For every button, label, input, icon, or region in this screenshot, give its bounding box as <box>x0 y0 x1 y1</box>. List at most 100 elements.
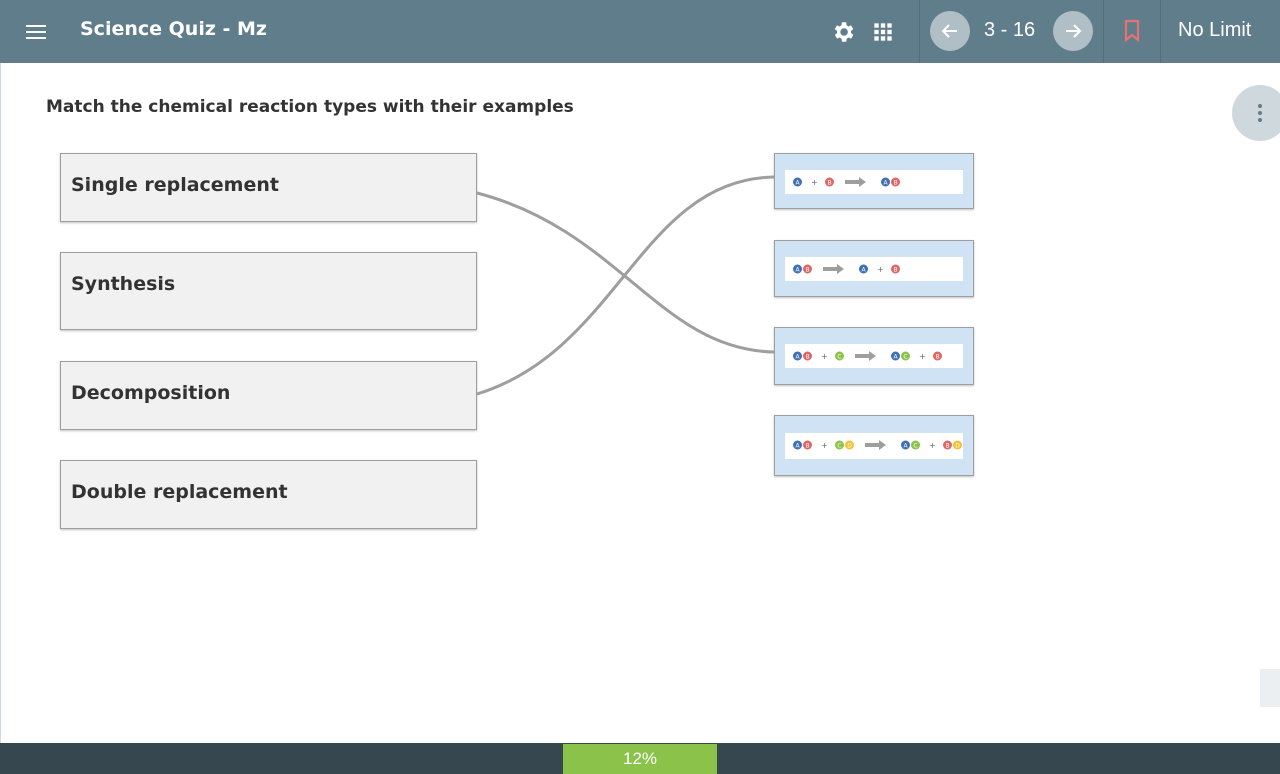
match-left-single-replacement[interactable]: Single replacement <box>60 153 477 222</box>
atom-label: A <box>795 267 800 274</box>
atom-a <box>901 440 910 450</box>
reaction-arrow-icon <box>865 440 886 450</box>
match-left-decomposition[interactable]: Decomposition <box>60 361 477 430</box>
atom-label: D <box>955 443 960 450</box>
atom-label: B <box>893 267 897 274</box>
molecule: B <box>891 264 900 274</box>
gear-icon <box>834 22 854 42</box>
atom-label: B <box>805 267 809 274</box>
atom-label: C <box>837 443 841 450</box>
match-left-double-replacement[interactable]: Double replacement <box>60 460 477 529</box>
divider <box>1160 0 1161 63</box>
question-prompt: Match the chemical reaction types with t… <box>46 97 574 117</box>
match-left-label: Single replacement <box>71 174 279 196</box>
plus-sign: + <box>929 441 936 450</box>
progress-indicator: 12% <box>563 744 717 774</box>
atom-b <box>803 351 812 361</box>
scrollbar[interactable] <box>1260 63 1280 743</box>
atom-b <box>891 264 900 274</box>
atom-b <box>803 264 812 274</box>
plus-sign: + <box>919 352 926 361</box>
reaction-arrow-icon <box>823 264 844 274</box>
question-pager: 3 - 16 <box>984 19 1036 41</box>
atom-label: A <box>903 443 908 450</box>
scrollbar-thumb[interactable] <box>1260 669 1280 707</box>
divider <box>919 0 920 63</box>
atom-b <box>803 440 812 450</box>
menu-icon <box>26 25 46 39</box>
atom-label: B <box>805 443 809 450</box>
more-options-button[interactable] <box>1232 85 1280 141</box>
atom-a <box>891 351 900 361</box>
quiz-title: Science Quiz - Mz <box>80 18 267 40</box>
match-left-label: Decomposition <box>71 382 231 404</box>
atom-label: A <box>861 267 866 274</box>
atom-b <box>933 351 942 361</box>
more-vertical-icon <box>1258 104 1262 122</box>
match-left-synthesis[interactable]: Synthesis <box>60 252 477 330</box>
atom-label: B <box>945 443 949 450</box>
arrow-right-icon <box>1066 24 1082 38</box>
arrow-left-icon <box>941 24 957 38</box>
menu-button[interactable] <box>18 16 54 48</box>
atom-label: B <box>827 180 831 187</box>
atom-a <box>793 440 802 450</box>
bookmark-icon <box>1124 19 1140 43</box>
atom-b <box>825 177 834 187</box>
match-line <box>476 175 775 396</box>
atom-label: A <box>883 180 888 187</box>
previous-question-button[interactable] <box>930 11 970 51</box>
atom-label: C <box>913 443 917 450</box>
atom-d <box>953 440 962 450</box>
atom-label: B <box>935 354 939 361</box>
next-question-button[interactable] <box>1053 11 1093 51</box>
atom-a <box>793 264 802 274</box>
grid-icon <box>874 23 892 41</box>
atom-a <box>859 264 868 274</box>
divider <box>1103 0 1104 63</box>
reaction-arrow-icon <box>845 177 866 187</box>
atom-label: A <box>795 180 800 187</box>
atom-c <box>835 440 844 450</box>
plus-sign: + <box>821 352 828 361</box>
atom-label: A <box>893 354 898 361</box>
atom-c <box>901 351 910 361</box>
plus-sign: + <box>821 441 828 450</box>
atom-a <box>881 177 890 187</box>
molecule: C <box>835 351 844 361</box>
atom-c <box>911 440 920 450</box>
match-left-label: Synthesis <box>71 273 176 295</box>
atom-label: A <box>795 354 800 361</box>
plus-sign: + <box>877 265 884 274</box>
bookmark-button[interactable] <box>1122 18 1142 44</box>
question-grid-button[interactable] <box>870 19 896 45</box>
time-limit: No Limit <box>1178 19 1252 41</box>
settings-button[interactable] <box>830 19 856 45</box>
atom-a <box>793 351 802 361</box>
molecule: A <box>793 177 802 187</box>
atom-c <box>835 351 844 361</box>
atom-label: B <box>893 180 897 187</box>
molecule: A <box>859 264 868 274</box>
plus-sign: + <box>811 178 818 187</box>
atom-a <box>793 177 802 187</box>
